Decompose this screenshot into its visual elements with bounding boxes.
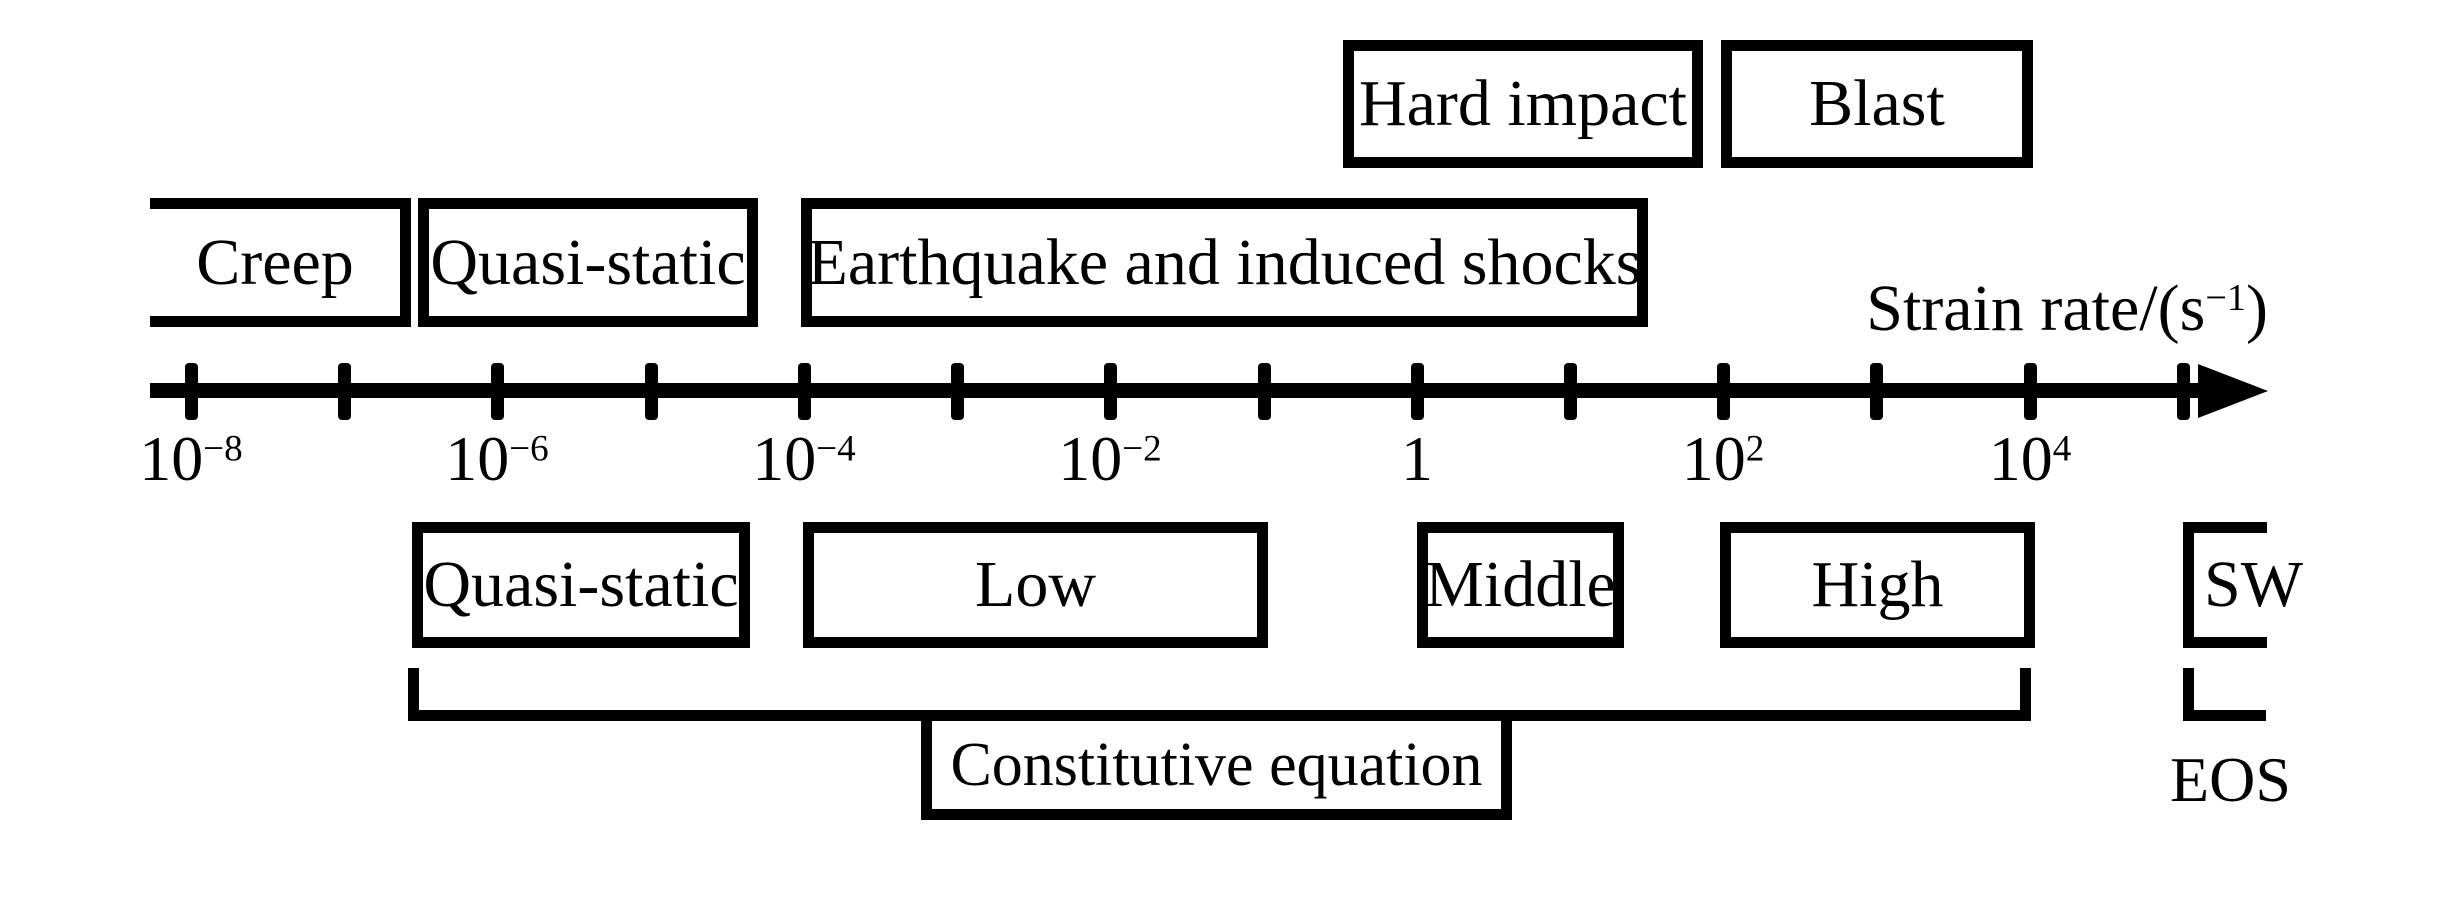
box-blast: Blast: [1721, 40, 2033, 168]
tick-label-base: 10: [1058, 423, 1123, 494]
box-sw: SW: [2183, 522, 2303, 648]
eos-bracket-line: [2183, 710, 2266, 721]
tick-label-base: 10: [752, 423, 817, 494]
axis-tick: [2024, 363, 2037, 420]
tick-label-exponent: −8: [203, 428, 243, 470]
axis-title-close: ): [2246, 272, 2268, 345]
box-high: High: [1720, 522, 2035, 648]
box-quasi-static-bottom: Quasi-static: [412, 522, 750, 648]
box-creep-label: Creep: [196, 225, 354, 299]
axis-tick: [951, 363, 964, 420]
tick-label-exponent: −6: [509, 428, 549, 470]
box-constitutive-equation-label: Constitutive equation: [950, 731, 1483, 799]
box-quasi-static-bottom-label: Quasi-static: [423, 548, 739, 621]
tick-label-base: 10: [445, 423, 510, 494]
axis-tick-label: 10−2: [1010, 423, 1210, 494]
tick-label-exponent: 2: [1745, 428, 1765, 470]
box-earthquake-induced-shocks: Earthquake and induced shocks: [801, 198, 1648, 327]
axis-tick: [1258, 363, 1271, 420]
box-high-label: High: [1811, 548, 1944, 621]
axis-tick: [1564, 363, 1577, 420]
box-low: Low: [803, 522, 1268, 648]
axis-tick-label: 102: [1623, 423, 1823, 494]
tick-label-exponent: −4: [816, 428, 856, 470]
box-middle: Middle: [1417, 522, 1624, 648]
axis-tick: [1411, 363, 1424, 420]
box-quasi-static-top-label: Quasi-static: [430, 225, 746, 299]
box-low-label: Low: [975, 548, 1096, 621]
axis-tick: [338, 363, 351, 420]
constitutive-bracket-right-tick: [2020, 668, 2031, 721]
axis-title-base: Strain rate/(s: [1866, 272, 2206, 345]
eos-bracket-vertical-tick: [2183, 668, 2194, 721]
axis-tick-label: 10−6: [397, 423, 597, 494]
axis-tick: [1104, 363, 1117, 420]
tick-label-exponent: −2: [1122, 428, 1162, 470]
axis-tick-label: 1: [1317, 423, 1517, 494]
box-constitutive-equation: Constitutive equation: [921, 710, 1512, 820]
axis-tick-label: 104: [1930, 423, 2130, 494]
axis-title: Strain rate/(s−1): [1866, 276, 2268, 342]
eos-label: EOS: [2170, 744, 2291, 815]
tick-label-base: 1: [1401, 423, 1433, 494]
box-earthquake-label: Earthquake and induced shocks: [807, 225, 1642, 299]
tick-label-exponent: 4: [2052, 428, 2072, 470]
tick-label-base: 10: [1988, 423, 2053, 494]
tick-label-base: 10: [1681, 423, 1746, 494]
axis-line: [150, 383, 2216, 398]
constitutive-bracket-left-tick: [408, 668, 419, 721]
box-middle-label: Middle: [1425, 548, 1616, 621]
axis-tick: [645, 363, 658, 420]
axis-tick: [2177, 363, 2190, 420]
axis-arrowhead-icon: [2198, 364, 2268, 418]
axis-tick: [185, 363, 198, 420]
box-hard-impact: Hard impact: [1343, 40, 1703, 168]
box-blast-label: Blast: [1809, 67, 1945, 140]
axis-tick-label: 10−8: [91, 423, 291, 494]
box-creep: Creep: [150, 198, 411, 327]
box-hard-impact-label: Hard impact: [1358, 67, 1688, 140]
axis-tick: [1870, 363, 1883, 420]
axis-title-exponent: −1: [2205, 277, 2247, 320]
axis-tick: [798, 363, 811, 420]
axis-tick: [1717, 363, 1730, 420]
axis-tick-label: 10−4: [704, 423, 904, 494]
box-quasi-static-top: Quasi-static: [418, 198, 758, 327]
tick-label-base: 10: [139, 423, 204, 494]
axis-tick: [491, 363, 504, 420]
box-sw-label: SW: [2204, 548, 2303, 621]
